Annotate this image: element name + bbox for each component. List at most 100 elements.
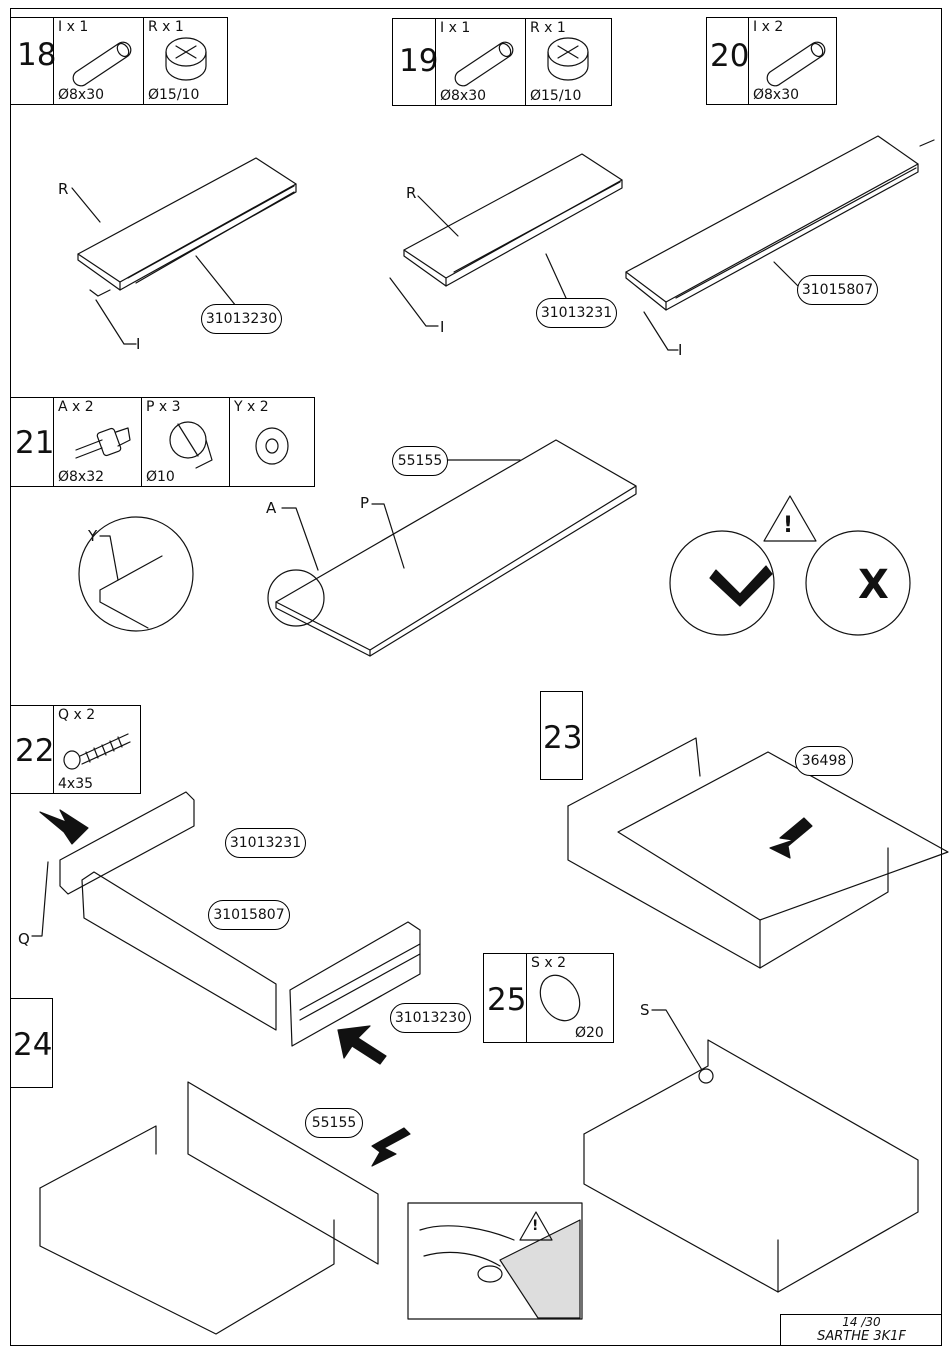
- part-cell-cover-cap: S x 2 Ø20: [526, 954, 615, 1042]
- leader-line: [99, 535, 119, 581]
- part-cell-connector: A x 2 Ø8x32: [53, 398, 141, 486]
- part-cell-cap: P x 3 Ø10: [141, 398, 229, 486]
- dowel-icon: [72, 41, 132, 87]
- leader-line: [95, 299, 137, 345]
- step-number: 24: [13, 1027, 53, 1063]
- step-23-box: 23: [540, 691, 583, 780]
- drawer-back-drawing: [81, 871, 277, 1031]
- detail-circle: [78, 516, 194, 632]
- detail-edge: [99, 555, 163, 629]
- part-dimension: Ø8x30: [58, 87, 105, 103]
- fingertip-drawing: [477, 1265, 503, 1283]
- part-cell-dowel: I x 1 Ø8x30: [435, 19, 525, 105]
- part-code-label: 55155: [392, 446, 448, 476]
- leader-line: [31, 861, 49, 937]
- callout-letter-r: R: [58, 180, 69, 198]
- part-dimension: 4x35: [58, 776, 94, 792]
- part-cell-dowel: I x 2 Ø8x30: [748, 18, 838, 104]
- callout-letter-p: P: [360, 494, 370, 512]
- arrow-icon: [371, 1127, 411, 1167]
- leader-line: [389, 277, 439, 327]
- callout-letter-i: I: [136, 335, 141, 353]
- dowel-icon: [766, 41, 826, 87]
- part-quantity: I x 1: [58, 19, 89, 35]
- washer-icon: [255, 427, 289, 465]
- board-drawing: [403, 153, 623, 287]
- edge-texture: [499, 1219, 581, 1319]
- part-dimension: Ø15/10: [148, 87, 200, 103]
- arrow-icon: [769, 817, 813, 859]
- drawer-side-drawing: [59, 791, 195, 895]
- part-dimension: Ø15/10: [530, 88, 582, 104]
- leader-line: [371, 503, 405, 569]
- checkmark-icon: [709, 565, 773, 607]
- page-footer: 14 /30 SARTHE 3K1F: [780, 1314, 942, 1346]
- step-number: 18: [17, 37, 57, 73]
- step-number: 21: [15, 425, 55, 461]
- dowel-drawing: [919, 139, 935, 147]
- leader-line: [651, 1009, 703, 1071]
- cover-cap-icon: [539, 974, 581, 1022]
- arrow-icon: [39, 809, 89, 845]
- drawer-assembly-drawing: [567, 737, 949, 969]
- dowel-drawing: [89, 289, 111, 297]
- step-21-parts-box: 21 A x 2 Ø8x32 P x 3 Ø10 Y x 2: [10, 397, 315, 487]
- part-cell-dowel: I x 1 Ø8x30: [53, 18, 143, 104]
- board-drawing: [77, 157, 297, 291]
- leader-line: [643, 311, 679, 351]
- part-quantity: I x 2: [753, 19, 784, 35]
- part-quantity: R x 1: [148, 19, 184, 35]
- edge-warning-frame: [407, 1202, 583, 1320]
- step-number: 19: [399, 43, 439, 79]
- drawer-side-drawing: [289, 921, 421, 1047]
- step-18-parts-box: 18 I x 1 Ø8x30 R x 1 Ø15/10: [10, 17, 228, 105]
- part-cell-cam-lock: R x 1 Ø15/10: [143, 18, 229, 104]
- warning-symbol: !: [783, 513, 794, 538]
- cam-lock-icon: [165, 37, 207, 81]
- wrong-mark: X: [858, 562, 889, 608]
- part-cell-cam-lock: R x 1 Ø15/10: [525, 19, 613, 105]
- screw-icon: [63, 733, 131, 770]
- connector-bolt-icon: [75, 427, 131, 459]
- callout-letter-a: A: [266, 499, 277, 517]
- correct-example-circle: [669, 530, 775, 636]
- part-quantity: P x 3: [146, 399, 181, 415]
- part-dimension: Ø8x30: [440, 88, 487, 104]
- step-24-box: 24: [10, 998, 53, 1088]
- cap-icon: [169, 421, 213, 469]
- part-quantity: S x 2: [531, 955, 566, 971]
- arrow-icon: [337, 1025, 387, 1065]
- cover-cap-drawing: [698, 1068, 714, 1084]
- part-code-label: 55155: [305, 1108, 363, 1138]
- callout-letter-y: Y: [88, 527, 98, 545]
- dowel-icon: [454, 41, 514, 87]
- incorrect-example-circle: [805, 530, 911, 636]
- warning-symbol: !: [532, 1218, 539, 1234]
- drawer-assembly-drawing: [39, 1081, 379, 1335]
- part-code-label: 31013231: [536, 298, 617, 328]
- step-25-parts-box: 25 S x 2 Ø20: [483, 953, 614, 1043]
- part-code-label: 31013231: [225, 828, 306, 858]
- leader-line: [417, 195, 459, 237]
- part-code-label: 31015807: [797, 275, 878, 305]
- part-dimension: Ø10: [146, 469, 175, 485]
- callout-letter-r: R: [406, 184, 417, 202]
- cam-lock-icon: [547, 37, 589, 81]
- part-quantity: Y x 2: [234, 399, 269, 415]
- board-drawing: [275, 439, 637, 657]
- leader-line: [545, 253, 567, 299]
- part-quantity: Q x 2: [58, 707, 96, 723]
- step-number: 25: [487, 982, 527, 1018]
- detail-circle: [267, 569, 325, 627]
- part-code-label: 31013230: [390, 1003, 471, 1033]
- step-22-parts-box: 22 Q x 2 4x35: [10, 705, 141, 794]
- warning-triangle-icon: [519, 1211, 553, 1241]
- drawer-assembly-drawing: [583, 1039, 919, 1293]
- page-number: 14 /30: [842, 1315, 881, 1329]
- step-number: 22: [15, 733, 55, 769]
- callout-letter-i: I: [440, 318, 445, 336]
- callout-letter-i: I: [678, 341, 683, 359]
- leader-line: [281, 507, 319, 571]
- page-frame: [10, 8, 942, 1346]
